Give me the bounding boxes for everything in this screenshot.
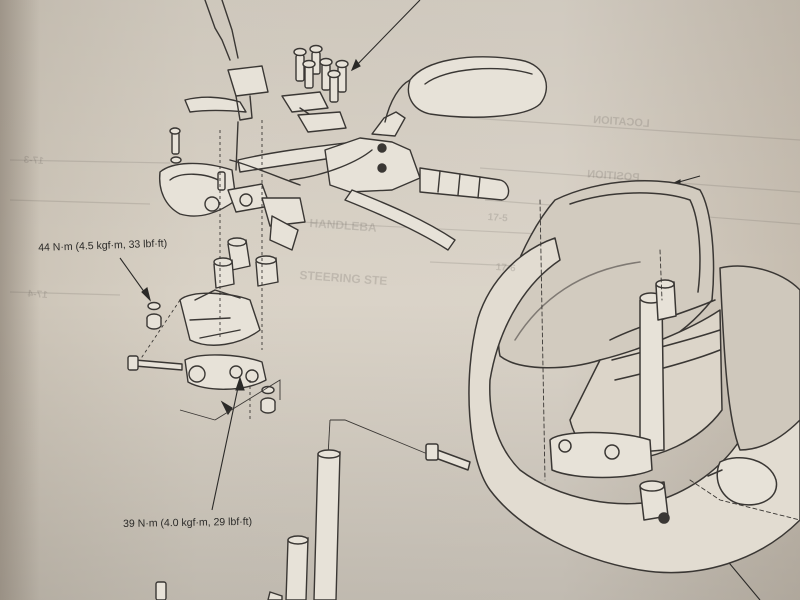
- handlebar-assembly-drawing: [127, 0, 548, 414]
- alignment-lines: [139, 120, 263, 420]
- bleed-through-num-2: 17-6: [495, 262, 516, 275]
- front-cowl-drawing: [425, 179, 800, 574]
- bleed-through-num-1: 17-5: [487, 212, 508, 225]
- bleed-through-num-4: 17-4: [27, 288, 48, 301]
- lower-torque-spec: 39 N·m (4.0 kgf·m, 29 lbf·ft): [123, 515, 253, 530]
- bleed-through-num-3: 17-3: [23, 154, 44, 167]
- paper-left-edge: [0, 0, 40, 600]
- fork-tube-drawing: [155, 449, 341, 600]
